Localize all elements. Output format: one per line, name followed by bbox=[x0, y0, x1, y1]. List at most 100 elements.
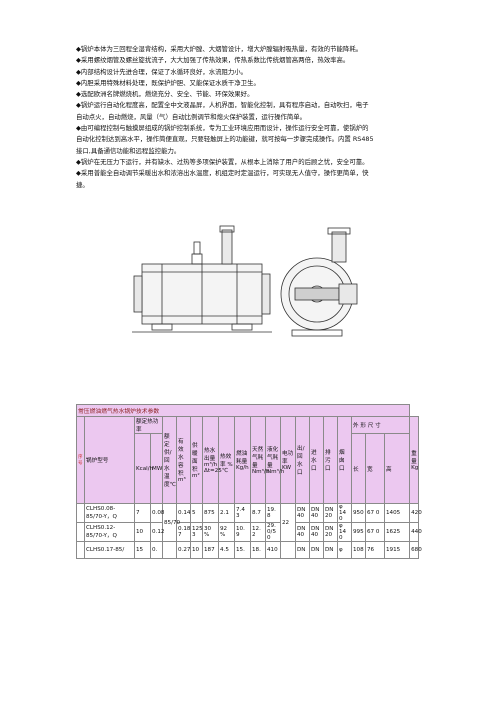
table-row: CLHS0.12-85/70-Y，Q 10 0.12 0.18 7 125 3 … bbox=[76, 522, 422, 542]
cell-chimney: φ 14 0 bbox=[337, 503, 352, 523]
header-unit-mw: MW bbox=[150, 433, 163, 504]
cell-oil: 15. bbox=[234, 541, 251, 559]
cell-lpg: 410 bbox=[265, 541, 281, 559]
cell-model: CLHS0.12-85/70-Y，Q bbox=[84, 522, 135, 542]
feature-bullet: ◆锅炉本体为三回程全湿背结构，采用大炉膛、大烟管设计，增大炉膛辐射吸热量，有效的… bbox=[76, 45, 363, 53]
cell-inlet: DN 40 bbox=[295, 503, 310, 523]
cell-model: CLHS0.17-85/ bbox=[84, 541, 135, 559]
feature-bullet: ◆选配欧洲名牌燃烧机，燃烧充分、安全、节能、环保效果好。 bbox=[76, 90, 254, 99]
boiler-drawing bbox=[132, 225, 358, 337]
header-rated-temp: 额定供/回水温度℃ bbox=[162, 416, 177, 504]
table-title: 常压燃油燃气热水锅炉技术参数 bbox=[75, 404, 411, 417]
cell-chimney: φ bbox=[337, 541, 352, 559]
feature-bullet: ◆内胆采用特殊材料处理，既保护炉胆、又能保证水质干净卫生。 bbox=[76, 78, 260, 87]
cell-inlet: DN 40 bbox=[295, 522, 310, 542]
row-index-header: 序号 bbox=[76, 416, 85, 504]
feature-bullet: ◆锅炉运行自动化程度高，配置全中文液晶屏，人机界面，智能化控制，具有程序启动，自… bbox=[76, 101, 369, 110]
cell-lpg: 19. 8 bbox=[265, 503, 281, 523]
feature-bullet: ◆由可编程控制与触摸屏组成的锅炉控制系统，专为工业环境应用而设计，操作运行安全可… bbox=[76, 124, 369, 133]
cell-height: 1405 bbox=[383, 503, 411, 523]
cell-eff: 4.5 bbox=[218, 541, 235, 559]
cell-volume: 0.18 7 bbox=[176, 522, 191, 542]
cell-drain: DN 20 bbox=[323, 522, 338, 542]
cell-heat: 187 bbox=[202, 541, 219, 559]
cell-kcal: 15 bbox=[134, 541, 151, 559]
cell-length: 995 bbox=[351, 522, 366, 542]
cell-oil: 7.4 3 bbox=[234, 503, 251, 523]
cell-length: 950 bbox=[351, 503, 366, 523]
cell-kcal: 7 bbox=[134, 503, 151, 523]
cell-mw: 0. bbox=[150, 541, 163, 559]
header-model: 锅炉型号 bbox=[84, 416, 135, 504]
cell-heat: 30 % bbox=[202, 522, 219, 542]
header-power: 电功率 KW bbox=[280, 416, 296, 504]
cell-area: 125 3 bbox=[190, 522, 203, 542]
cell-mw: 0.12 bbox=[150, 522, 164, 542]
header-dim-length: 长 bbox=[351, 433, 366, 504]
cell-outlet: DN 40 bbox=[309, 503, 324, 523]
cell-weight: 440 bbox=[409, 522, 422, 542]
boiler-side-view bbox=[132, 225, 272, 333]
cell-height: 1915 bbox=[383, 541, 411, 559]
header-gas: 天然气耗量 Nm³/h bbox=[250, 416, 269, 504]
cell-outlet: DN bbox=[309, 541, 324, 559]
cell-gas: 18. bbox=[250, 541, 266, 559]
header-water-volume: 有效水容积 m³ bbox=[176, 416, 191, 504]
cell-drain: DN 20 bbox=[323, 503, 338, 523]
feature-list: ◆锅炉本体为三回程全湿背结构，采用大炉膛、大烟管设计，增大炉膛辐射吸热量，有效的… bbox=[76, 44, 428, 191]
header-dim-width: 宽 bbox=[365, 433, 385, 504]
cell-power: 22 bbox=[280, 503, 296, 542]
boiler-front-view bbox=[280, 227, 358, 337]
cell-temp bbox=[162, 541, 177, 559]
header-unit-kcal: Kcal/h bbox=[134, 433, 153, 504]
header-rated-heat: 额定热功率 bbox=[134, 416, 163, 434]
cell-temp: 85/70 bbox=[162, 503, 180, 542]
cell-weight: 680 bbox=[409, 541, 422, 559]
header-oil: 燃油耗量 Kg/h bbox=[234, 416, 251, 504]
cell-volume: 0.27 bbox=[176, 541, 191, 559]
header-inlet: 出/回水口 bbox=[295, 416, 310, 504]
spec-table: 常压燃油燃气热水锅炉技术参数 序号 锅炉型号 额定热功率 额定供/回水温度℃ 有… bbox=[75, 404, 422, 559]
cell-eff: 92 % bbox=[218, 522, 235, 542]
cell-weight: 420 bbox=[409, 503, 422, 523]
header-drain: 排污口 bbox=[323, 416, 338, 504]
header-chimney: 烟囱口 bbox=[337, 416, 352, 504]
header-weight: 重量 Kg bbox=[409, 416, 419, 504]
cell-width: 67 0 bbox=[365, 503, 385, 523]
feature-bullet: ◆内部结构设计先进合理，保证了水循环良好，水流阻力小。 bbox=[76, 67, 248, 76]
header-outlet: 进水口 bbox=[309, 416, 324, 504]
feature-bullet: 自动点火，自动燃烧，风量（气）自动比例调节和熄火保护装置，运行操作简单。 bbox=[76, 112, 307, 121]
cell-kcal: 10 bbox=[134, 522, 151, 542]
cell-oil: 10. 9 bbox=[234, 522, 251, 542]
cell-width: 76 bbox=[365, 541, 385, 559]
feature-bullet: ◆采用螺纹烟管及螺丝旋扰流子，大大加强了传热效果，传热系数比传统烟管高两倍，热效… bbox=[76, 56, 350, 65]
feature-bullet: 自动化控制达到高水平，操作简便直观，只要轻触屏上的功能键，就可按每一步骤完成操作… bbox=[76, 135, 374, 144]
cell-outlet: DN 40 bbox=[309, 522, 324, 542]
header-heating-area: 供暖面积 m² bbox=[190, 416, 203, 504]
table-row: CLHS0.17-85/ 15 0. 0.27 10 187 4.5 15. 1… bbox=[76, 541, 422, 559]
feature-bullet: 接口,具备通信功能和远程监控能力。 bbox=[76, 146, 181, 155]
cell-lpg: 29. 0/5 0 bbox=[265, 522, 281, 542]
cell-inlet: DN bbox=[295, 541, 310, 559]
cell-area: 5 bbox=[190, 503, 203, 523]
cell-power bbox=[280, 541, 296, 559]
header-dims: 外 形 尺 寸 bbox=[350, 416, 411, 434]
cell-gas: 12. 2 bbox=[250, 522, 266, 542]
cell-heat: 875 bbox=[202, 503, 219, 523]
feature-bullet: 捷。 bbox=[76, 180, 89, 189]
feature-bullet: ◆锅炉在无压力下运行，并有缺水、过热等多项保护装置，从根本上消除了用户的后顾之忧… bbox=[76, 157, 369, 166]
header-heat-output: 热水出量 m³/h Δt=25℃ bbox=[202, 416, 228, 504]
cell-eff: 2.1 bbox=[218, 503, 235, 523]
cell-mw: 0.08 bbox=[150, 503, 164, 523]
header-dim-height: 高 bbox=[383, 433, 411, 504]
header-efficiency: 热效率 % bbox=[218, 416, 235, 504]
table-row: CLHS0.08-85/70-Y，Q 7 0.08 85/70 0.14 5 8… bbox=[76, 503, 422, 542]
cell-chimney: φ 14 0 bbox=[337, 522, 352, 542]
header-lpg: 液化气耗量 Nm³/h bbox=[265, 416, 284, 504]
cell-model: CLHS0.08-85/70-Y，Q bbox=[84, 503, 135, 523]
cell-length: 108 bbox=[351, 541, 366, 559]
cell-drain: DN bbox=[323, 541, 338, 559]
cell-width: 67 0 bbox=[365, 522, 385, 542]
cell-gas: 8.7 bbox=[250, 503, 266, 523]
